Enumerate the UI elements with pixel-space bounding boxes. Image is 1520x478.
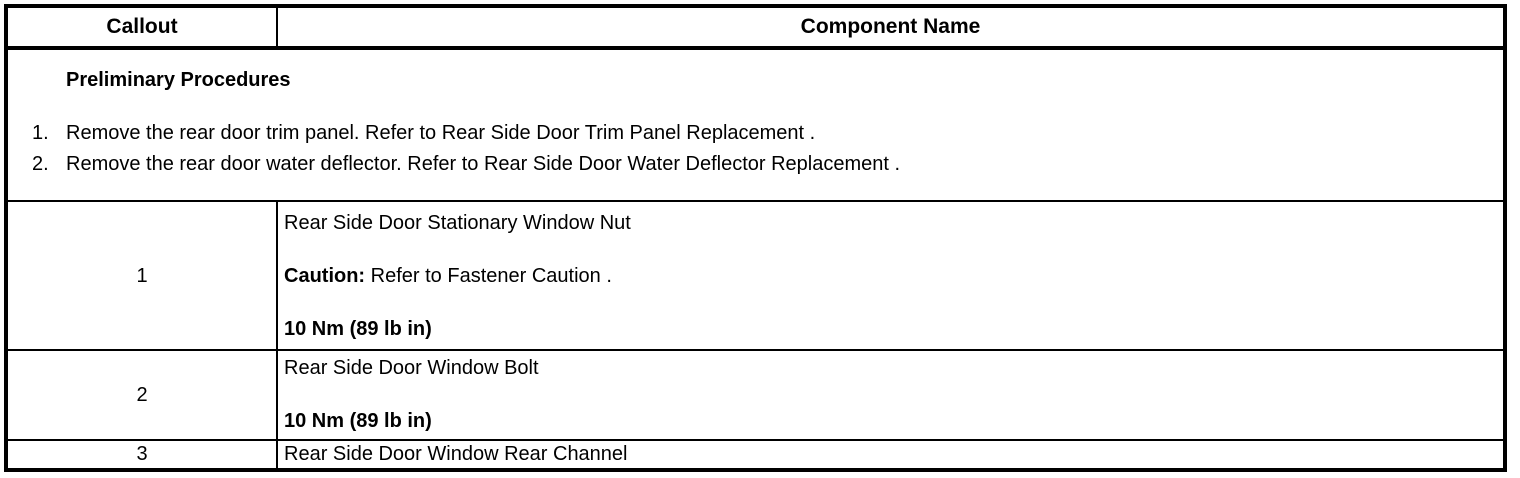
caution-text: Refer to Fastener Caution . [365,264,612,287]
preliminary-procedures-cell: Preliminary Procedures 1. Remove the rea… [8,48,1503,202]
callout-number: 2 [8,350,278,441]
column-header-component-name: Component Name [277,8,1503,50]
torque-spec: 10 Nm (89 lb in) [284,410,432,433]
callout-component-table: Callout Component Name Preliminary Proce… [8,8,1503,468]
torque-spec: 10 Nm (89 lb in) [284,317,432,340]
list-item-text: Remove the rear door trim panel. Refer t… [66,121,816,144]
preliminary-procedures-title: Preliminary Procedures [66,68,291,91]
list-item-number: 1. [32,121,49,144]
component-description-cell: Rear Side Door Window Rear Channel [277,440,1503,468]
component-description-cell: Rear Side Door Window Bolt 10 Nm (89 lb … [277,350,1503,441]
preliminary-procedures-row: Preliminary Procedures 1. Remove the rea… [8,48,1503,202]
callout-number: 1 [8,200,278,352]
column-header-callout: Callout [8,8,278,50]
caution-label: Caution: [284,264,366,287]
callout-number: 3 [8,439,278,468]
caution-note: Caution: Refer to Fastener Caution . [284,264,1503,288]
component-description-cell: Rear Side Door Stationary Window Nut Cau… [277,200,1503,352]
component-name: Rear Side Door Window Bolt [284,357,539,380]
list-item-number: 2. [32,152,49,175]
list-item: 2. Remove the rear door water deflector.… [8,149,1503,180]
preliminary-procedures-list: 1. Remove the rear door trim panel. Refe… [8,118,1503,180]
table-header-row: Callout Component Name [8,8,1503,50]
component-name: Rear Side Door Window Rear Channel [284,443,628,466]
list-item-text: Remove the rear door water deflector. Re… [66,152,901,175]
list-item: 1. Remove the rear door trim panel. Refe… [8,118,1503,149]
table-row: 2 Rear Side Door Window Bolt 10 Nm (89 l… [8,350,1503,441]
callout-table-container: Callout Component Name Preliminary Proce… [4,4,1507,472]
table-row: 1 Rear Side Door Stationary Window Nut C… [8,200,1503,352]
component-name: Rear Side Door Stationary Window Nut [284,211,631,234]
table-row: 3 Rear Side Door Window Rear Channel [8,439,1503,468]
